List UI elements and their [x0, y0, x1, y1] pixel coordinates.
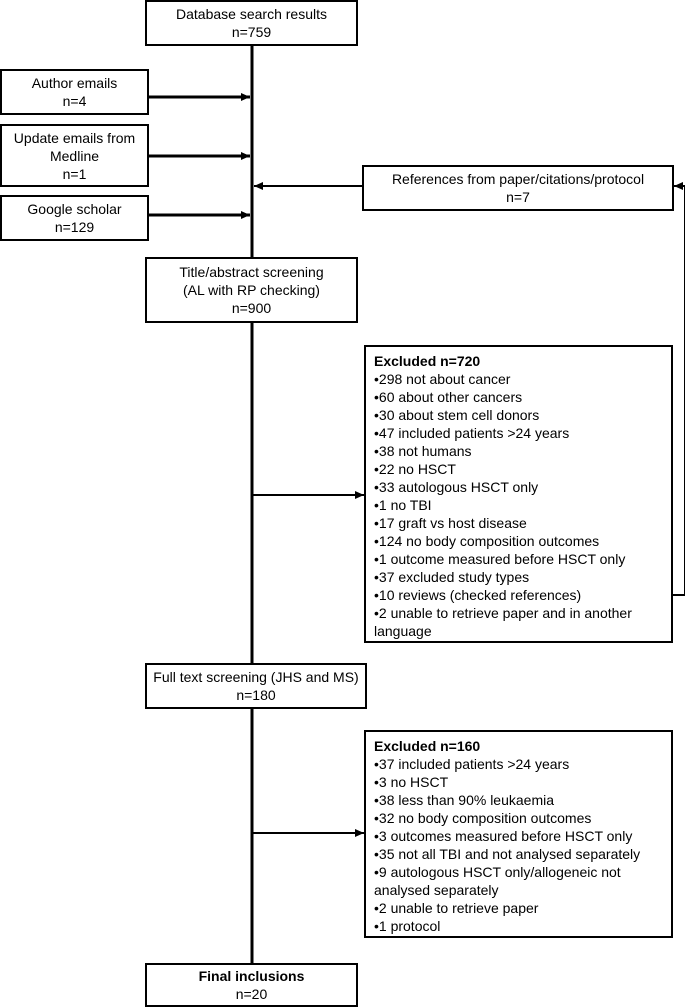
title-screening-count: n=900 [231, 300, 272, 316]
medline-label-2: Medline [49, 147, 100, 164]
list-item: language [374, 623, 432, 639]
author-emails-box: Author emails n=4 [0, 69, 149, 115]
list-item: •38 not humans [374, 443, 472, 459]
list-item: analysed separately [374, 882, 499, 898]
list-item: •37 included patients >24 years [374, 756, 570, 772]
list-item: •47 included patients >24 years [374, 425, 570, 441]
database-search-label: Database search results [176, 6, 327, 22]
references-count: n=7 [506, 189, 530, 205]
references-label: References from paper/citations/protocol [391, 171, 645, 187]
author-emails-count: n=4 [62, 93, 87, 109]
list-item: •3 outcomes measured before HSCT only [374, 828, 633, 844]
full-text-count: n=180 [236, 687, 276, 703]
list-item: •32 no body composition outcomes [374, 810, 592, 826]
database-search-count: n=759 [231, 24, 272, 40]
final-inclusions-box: Final inclusions n=20 [145, 963, 358, 1007]
list-item: •17 graft vs host disease [374, 515, 527, 531]
full-text-screening-box: Full text screening (JHS and MS) n=180 [145, 663, 367, 709]
google-scholar-box: Google scholar n=129 [0, 195, 149, 241]
references-box: References from paper/citations/protocol… [362, 165, 674, 211]
list-item: •124 no body composition outcomes [374, 533, 600, 549]
title-screening-label-1: Title/abstract screening [179, 264, 324, 280]
list-item: •35 not all TBI and not analysed separat… [374, 846, 641, 862]
list-item: •3 no HSCT [374, 774, 449, 790]
list-item: •22 no HSCT [374, 461, 456, 477]
medline-box: Update emails from Medline n=1 [0, 124, 149, 187]
list-item: •37 excluded study types [374, 569, 530, 585]
excluded-720-box: Excluded n=720 •298 not about cancer •60… [364, 345, 673, 643]
google-scholar-count: n=129 [54, 219, 95, 235]
list-item: •30 about stem cell donors [374, 407, 540, 423]
list-item: •2 unable to retrieve paper [374, 900, 539, 916]
excluded-720-heading: Excluded n=720 [374, 353, 481, 369]
list-item: •9 autologous HSCT only/allogeneic not [374, 864, 621, 880]
list-item: •1 outcome measured before HSCT only [374, 551, 626, 567]
list-item: •1 no TBI [374, 497, 432, 513]
final-inclusions-count: n=20 [235, 986, 268, 1002]
list-item: •1 protocol [374, 918, 441, 934]
excluded-160-box: Excluded n=160 •37 included patients >24… [364, 730, 673, 938]
list-item: •60 about other cancers [374, 389, 523, 405]
list-item-reviews: •10 reviews (checked references) [374, 587, 582, 603]
author-emails-label: Author emails [31, 75, 118, 91]
list-item: •2 unable to retrieve paper and in anoth… [374, 605, 632, 621]
google-scholar-label: Google scholar [27, 201, 122, 217]
list-item: •33 autologous HSCT only [374, 479, 539, 495]
list-item: •38 less than 90% leukaemia [374, 792, 555, 808]
final-inclusions-label: Final inclusions [198, 968, 305, 984]
medline-label-1: Update emails from [13, 129, 136, 146]
title-abstract-screening-box: Title/abstract screening (AL with RP che… [145, 257, 358, 323]
list-item: •298 not about cancer [374, 371, 511, 387]
title-screening-label-2: (AL with RP checking) [183, 282, 320, 298]
full-text-label: Full text screening (JHS and MS) [153, 669, 359, 685]
database-search-box: Database search results n=759 [145, 0, 358, 46]
excluded-160-heading: Excluded n=160 [374, 738, 481, 754]
medline-count: n=1 [62, 165, 87, 182]
